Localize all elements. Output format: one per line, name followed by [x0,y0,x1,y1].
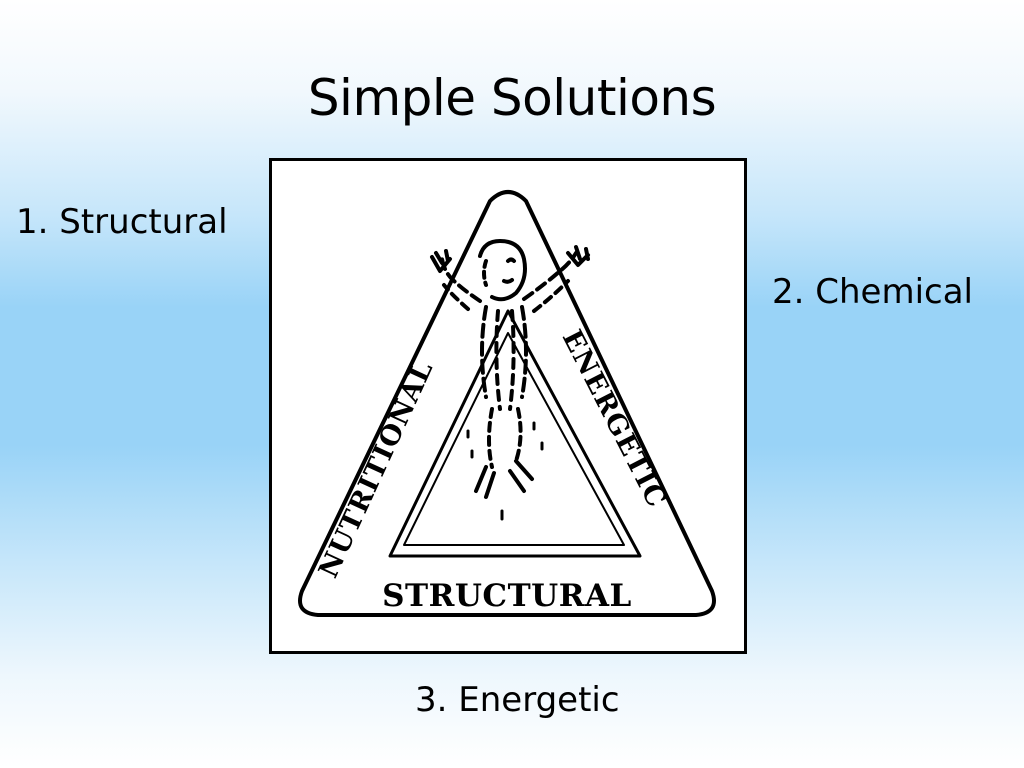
outer-triangle [298,190,716,617]
point-structural: 1. Structural [16,202,228,242]
triad-figure: NUTRITIONAL ENERGETIC STRUCTURAL [269,158,747,654]
inner-triangle-outer-line [388,309,642,558]
point-energetic: 3. Energetic [415,680,620,720]
label-nutritional: NUTRITIONAL [313,356,440,583]
inner-triangle-inner-line [403,332,625,546]
point-chemical: 2. Chemical [772,272,973,312]
label-energetic: ENERGETIC [556,325,672,513]
slide-title: Simple Solutions [307,69,717,127]
label-structural: STRUCTURAL [382,578,632,614]
jumping-person-icon [430,239,590,521]
triad-of-health-icon: NUTRITIONAL ENERGETIC STRUCTURAL [298,190,716,617]
